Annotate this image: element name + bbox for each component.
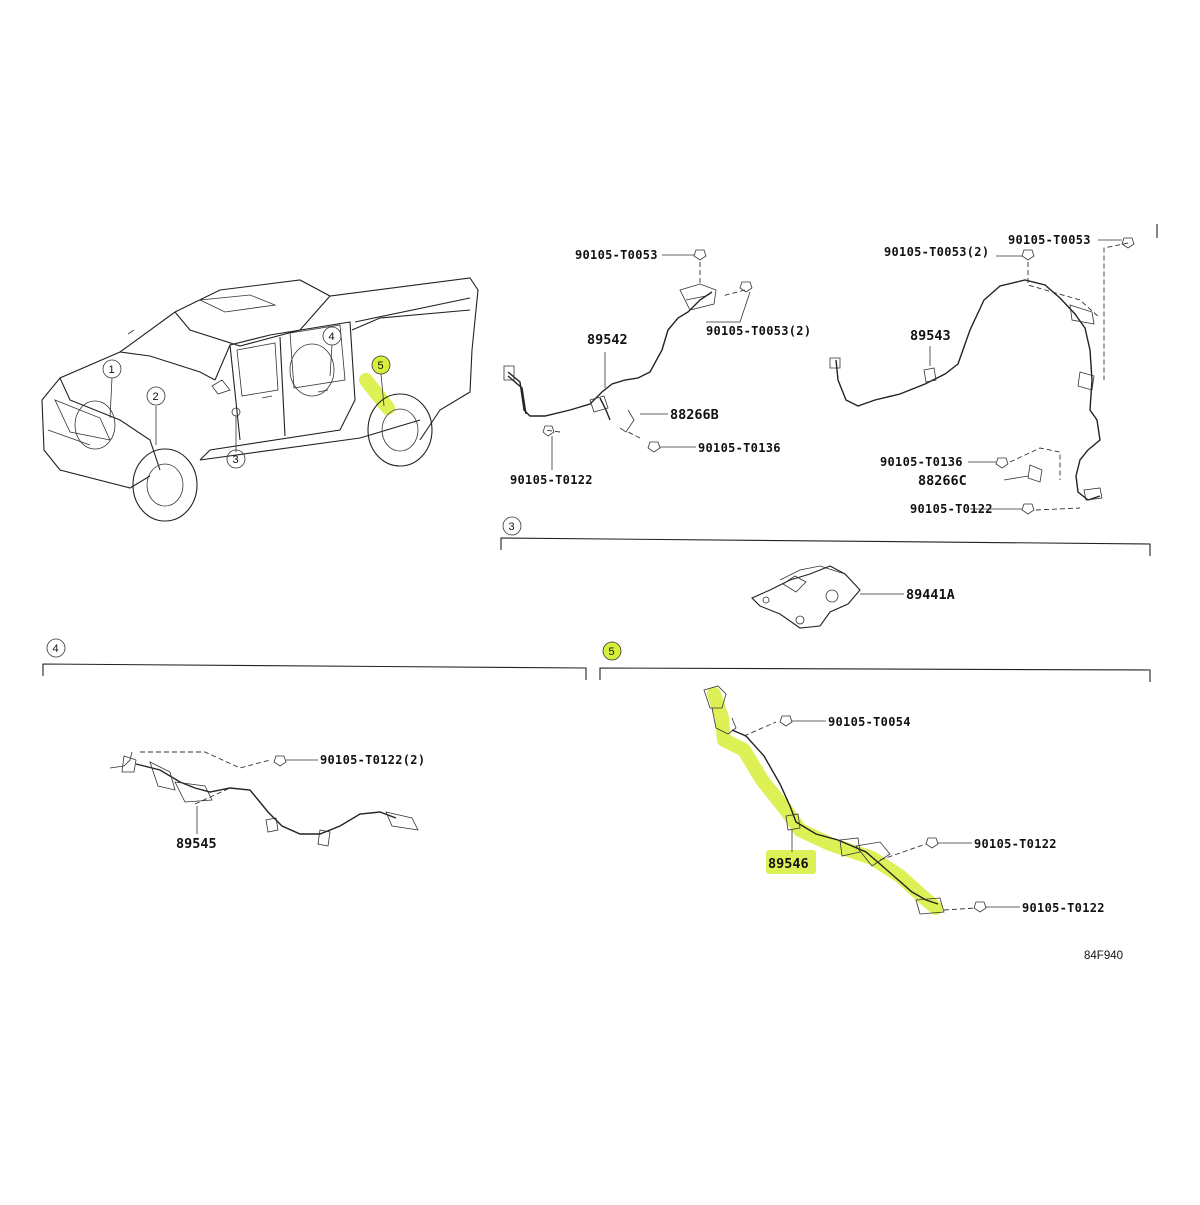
vehicle-highlight xyxy=(359,373,395,415)
drawing-code: 84F940 xyxy=(1084,950,1123,962)
section-4: 4 90105-T0122(2) 89545 xyxy=(42,638,587,852)
section-5-label: 5 xyxy=(609,646,615,658)
label-wire-89546: 89546 xyxy=(768,856,809,872)
vehicle-callout-5: 5 xyxy=(378,360,384,372)
section-5: 5 90105-T0054 90105-T0122 90105-T0122 89… xyxy=(599,641,1151,915)
section-4-label: 4 xyxy=(53,643,59,655)
vehicle-callout-1: 1 xyxy=(109,364,115,376)
label-bolt-89546-bottom: 90105-T0122 xyxy=(1022,901,1105,915)
label-bracket-88266b: 88266B xyxy=(670,407,719,423)
vehicle-callout-2: 2 xyxy=(153,391,159,403)
section-3: 3 89441A xyxy=(500,516,1151,629)
label-wire-89545: 89545 xyxy=(176,836,217,852)
label-bolt-a-top: 90105-T0053 xyxy=(575,248,658,262)
highlight-89546-label xyxy=(766,850,816,874)
label-wire-89542: 89542 xyxy=(587,332,628,348)
label-bolt-b-top-right: 90105-T0053 xyxy=(1008,233,1091,247)
label-bolt-89546-top: 90105-T0054 xyxy=(828,715,911,729)
label-sensor-89441a: 89441A xyxy=(906,587,955,603)
label-bolt-a-bottom: 90105-T0136 xyxy=(698,441,781,455)
label-wire-89543: 89543 xyxy=(910,328,951,344)
label-bracket-88266c: 88266C xyxy=(918,473,967,489)
vehicle-illustration: 1 2 3 4 5 xyxy=(41,277,479,522)
label-bolt-b-mid: 90105-T0136 xyxy=(880,455,963,469)
wire-assembly-89543: 90105-T0053(2) 90105-T0053 89543 90105-T… xyxy=(829,224,1158,516)
label-bolt-a-left: 90105-T0122 xyxy=(510,473,593,487)
vehicle-callout-4: 4 xyxy=(329,331,335,343)
label-bolt-89545: 90105-T0122(2) xyxy=(320,753,425,767)
vehicle-callout-3: 3 xyxy=(233,454,239,466)
label-bolt-a-side: 90105-T0053(2) xyxy=(706,324,811,338)
label-bolt-b-bottom: 90105-T0122 xyxy=(910,502,993,516)
label-bolt-b-top-left: 90105-T0053(2) xyxy=(884,245,989,259)
wire-assembly-89542: 90105-T0053 90105-T0053(2) 89542 88266B … xyxy=(503,248,811,487)
label-bolt-89546-mid: 90105-T0122 xyxy=(974,837,1057,851)
section-3-label: 3 xyxy=(509,521,515,533)
